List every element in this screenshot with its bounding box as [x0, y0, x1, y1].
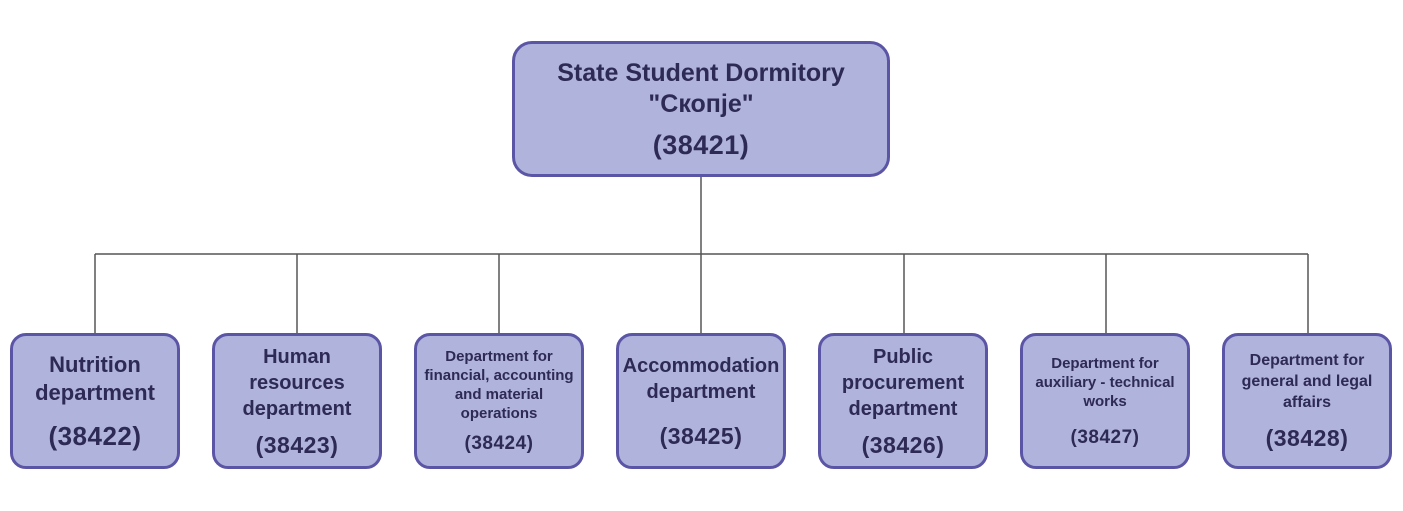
department-title: Accommodation department	[622, 354, 780, 403]
department-code: (38426)	[861, 431, 945, 458]
department-code: (38428)	[1265, 425, 1349, 451]
department-node-public-procurement: Public procurement department (38426)	[818, 333, 988, 469]
root-title: State Student Dormitory "Скопје"	[557, 58, 845, 118]
department-node-auxiliary-technical: Department for auxiliary - technical wor…	[1020, 333, 1190, 469]
department-code: (38425)	[659, 422, 743, 449]
root-code: (38421)	[652, 129, 750, 160]
department-node-financial: Department for financial, accounting and…	[414, 333, 584, 469]
department-node-human-resources: Human resources department (38423)	[212, 333, 382, 469]
department-title: Department for general and legal affairs	[1241, 352, 1373, 411]
department-code: (38427)	[1070, 426, 1140, 448]
root-node: State Student Dormitory "Скопје" (38421)	[512, 41, 890, 177]
department-title: Department for financial, accounting and…	[424, 348, 574, 422]
department-node-accommodation: Accommodation department (38425)	[616, 333, 786, 469]
department-code: (38422)	[48, 420, 142, 451]
department-title: Human resources department	[242, 345, 352, 420]
department-title: Nutrition department	[35, 351, 155, 405]
department-code: (38423)	[255, 431, 339, 458]
department-title: Public procurement department	[841, 345, 965, 420]
department-code: (38424)	[464, 433, 534, 454]
department-node-general-legal: Department for general and legal affairs…	[1222, 333, 1392, 469]
department-node-nutrition: Nutrition department (38422)	[10, 333, 180, 469]
department-title: Department for auxiliary - technical wor…	[1035, 354, 1175, 410]
